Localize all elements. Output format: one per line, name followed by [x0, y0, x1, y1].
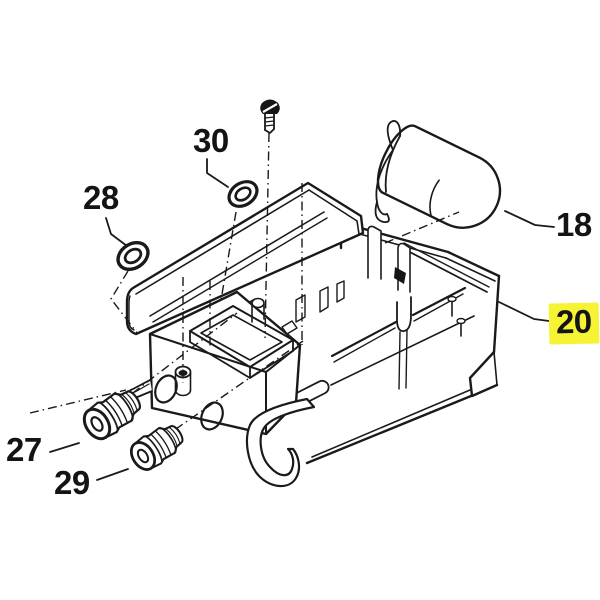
assembly-centerlines	[29, 132, 460, 441]
callout-27[interactable]: 27	[6, 431, 42, 468]
part-cable-gland-lower	[129, 425, 184, 471]
part-capacitor-cylinder	[376, 124, 502, 229]
callout-28[interactable]: 28	[83, 179, 119, 216]
part-capacitor-clip	[374, 120, 402, 223]
callout-20[interactable]: 20	[548, 302, 600, 345]
part-grommet-top	[227, 180, 259, 208]
part-outer-housing	[250, 222, 501, 465]
callout-leader-lines	[49, 158, 555, 481]
part-mounting-strap	[245, 397, 316, 488]
part-grommet-left	[116, 240, 150, 272]
callout-18[interactable]: 18	[556, 206, 592, 243]
part-lid-cover	[125, 181, 365, 336]
part-screw	[260, 99, 280, 134]
part-cable-gland-upper	[82, 390, 141, 441]
callout-29[interactable]: 29	[54, 464, 90, 501]
callout-30[interactable]: 30	[193, 122, 229, 159]
